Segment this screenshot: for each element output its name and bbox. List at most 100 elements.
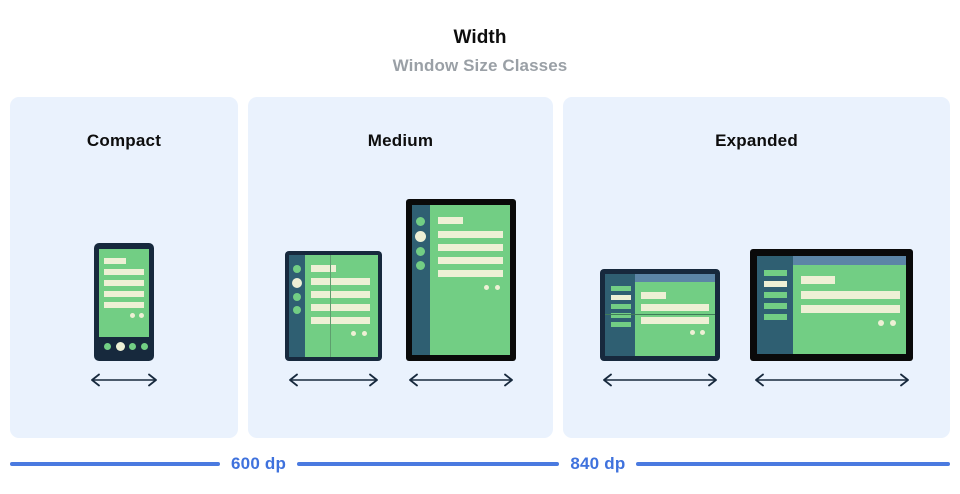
rail-bar-5	[764, 314, 787, 320]
nav-dot-2-active	[116, 342, 125, 351]
content-bar	[641, 304, 709, 311]
scale-segment-medium	[297, 462, 560, 466]
nav-dot-4	[141, 343, 148, 350]
content-dot	[362, 331, 367, 336]
content-bar	[438, 231, 503, 238]
device-column	[750, 249, 913, 387]
width-arrow-icon	[289, 373, 378, 387]
device-foldable-unfolded-portrait	[285, 251, 382, 361]
device-foldable-unfolded-landscape	[600, 269, 720, 361]
rail-dot-1	[416, 217, 425, 226]
nav-dot-1	[104, 343, 111, 350]
foldable-screen	[605, 274, 715, 356]
rail-bar-4	[764, 303, 787, 309]
fold-crease-line	[605, 314, 715, 315]
rail-bar-3	[611, 304, 631, 309]
content-dot	[700, 330, 705, 335]
content-dot	[139, 313, 144, 318]
phone-bottom-nav	[99, 337, 149, 356]
device-group-expanded	[563, 177, 950, 387]
content-bar-short	[438, 217, 463, 224]
content-bar	[311, 304, 370, 311]
device-column	[600, 269, 720, 387]
content-dot	[351, 331, 356, 336]
content-bar	[104, 269, 144, 275]
scale-segment-compact	[10, 462, 221, 466]
scale-segment-expanded	[636, 462, 951, 466]
navigation-rail	[412, 205, 430, 355]
content-dot	[484, 285, 489, 290]
device-group-compact	[10, 177, 238, 387]
tablet-screen	[412, 205, 510, 355]
panel-expanded: Expanded	[563, 97, 950, 438]
content-bar-short	[104, 258, 126, 264]
width-arrow-icon	[91, 373, 157, 387]
content-bar	[311, 291, 370, 298]
width-arrow-icon	[409, 373, 513, 387]
content-bar	[438, 270, 503, 277]
width-arrow-icon	[603, 373, 717, 387]
foldable-screen	[289, 255, 378, 357]
content-bar	[801, 291, 900, 299]
content-dot	[878, 320, 884, 326]
panel-title-compact: Compact	[86, 131, 162, 150]
rail-dot-1	[293, 265, 301, 273]
page-title: Width	[453, 27, 507, 48]
rail-bar-1	[611, 286, 631, 291]
content-bar	[311, 317, 370, 324]
size-class-panels: Compact	[0, 97, 960, 438]
rail-bar-4	[611, 313, 631, 318]
top-app-bar	[793, 256, 906, 265]
panel-title-medium: Medium	[367, 131, 434, 150]
device-tablet-portrait	[406, 199, 516, 361]
rail-bar-3	[764, 292, 787, 298]
fold-crease-line	[330, 255, 331, 357]
content-bar	[311, 278, 370, 285]
breakpoint-scale: 600 dp 840 dp	[0, 452, 960, 480]
device-column	[285, 251, 382, 387]
panel-medium: Medium	[248, 97, 553, 438]
nav-dot-3	[129, 343, 136, 350]
top-app-bar	[635, 274, 715, 282]
content-dot	[495, 285, 500, 290]
content-bar-short	[641, 292, 666, 299]
breakpoint-label-840dp: 840 dp	[570, 454, 626, 473]
rail-bar-5	[611, 322, 631, 327]
rail-dot-4	[416, 261, 425, 270]
content-bar	[801, 305, 900, 313]
device-column	[88, 243, 160, 387]
content-bar	[104, 302, 144, 308]
device-column	[406, 199, 516, 387]
width-arrow-icon	[754, 373, 909, 387]
page-subtitle: Window Size Classes	[392, 56, 568, 75]
rail-dot-4	[293, 306, 301, 314]
content-bar	[641, 317, 709, 324]
content-dot	[130, 313, 135, 318]
panel-compact: Compact	[10, 97, 238, 438]
header: Width Window Size Classes	[0, 0, 960, 76]
content-bar	[438, 257, 503, 264]
rail-bar-1	[764, 270, 787, 276]
panel-title-expanded: Expanded	[715, 131, 798, 150]
rail-dot-2-active	[292, 278, 302, 288]
content-bar	[104, 291, 144, 297]
content-bar-short	[311, 265, 336, 272]
content-dot	[890, 320, 896, 326]
rail-bar-2-active	[764, 281, 787, 287]
navigation-rail	[605, 274, 635, 356]
rail-dot-3	[293, 293, 301, 301]
device-phone-portrait	[94, 243, 154, 361]
content-bar-short	[801, 276, 835, 284]
content-bar	[438, 244, 503, 251]
device-group-medium	[248, 177, 553, 387]
breakpoint-label-600dp: 600 dp	[231, 454, 287, 473]
rail-dot-3	[416, 247, 425, 256]
navigation-rail	[289, 255, 305, 357]
content-dot	[690, 330, 695, 335]
rail-dot-2-active	[415, 231, 426, 242]
rail-bar-2-active	[611, 295, 631, 300]
phone-screen	[99, 249, 149, 356]
navigation-rail	[757, 256, 793, 354]
content-bar	[104, 280, 144, 286]
